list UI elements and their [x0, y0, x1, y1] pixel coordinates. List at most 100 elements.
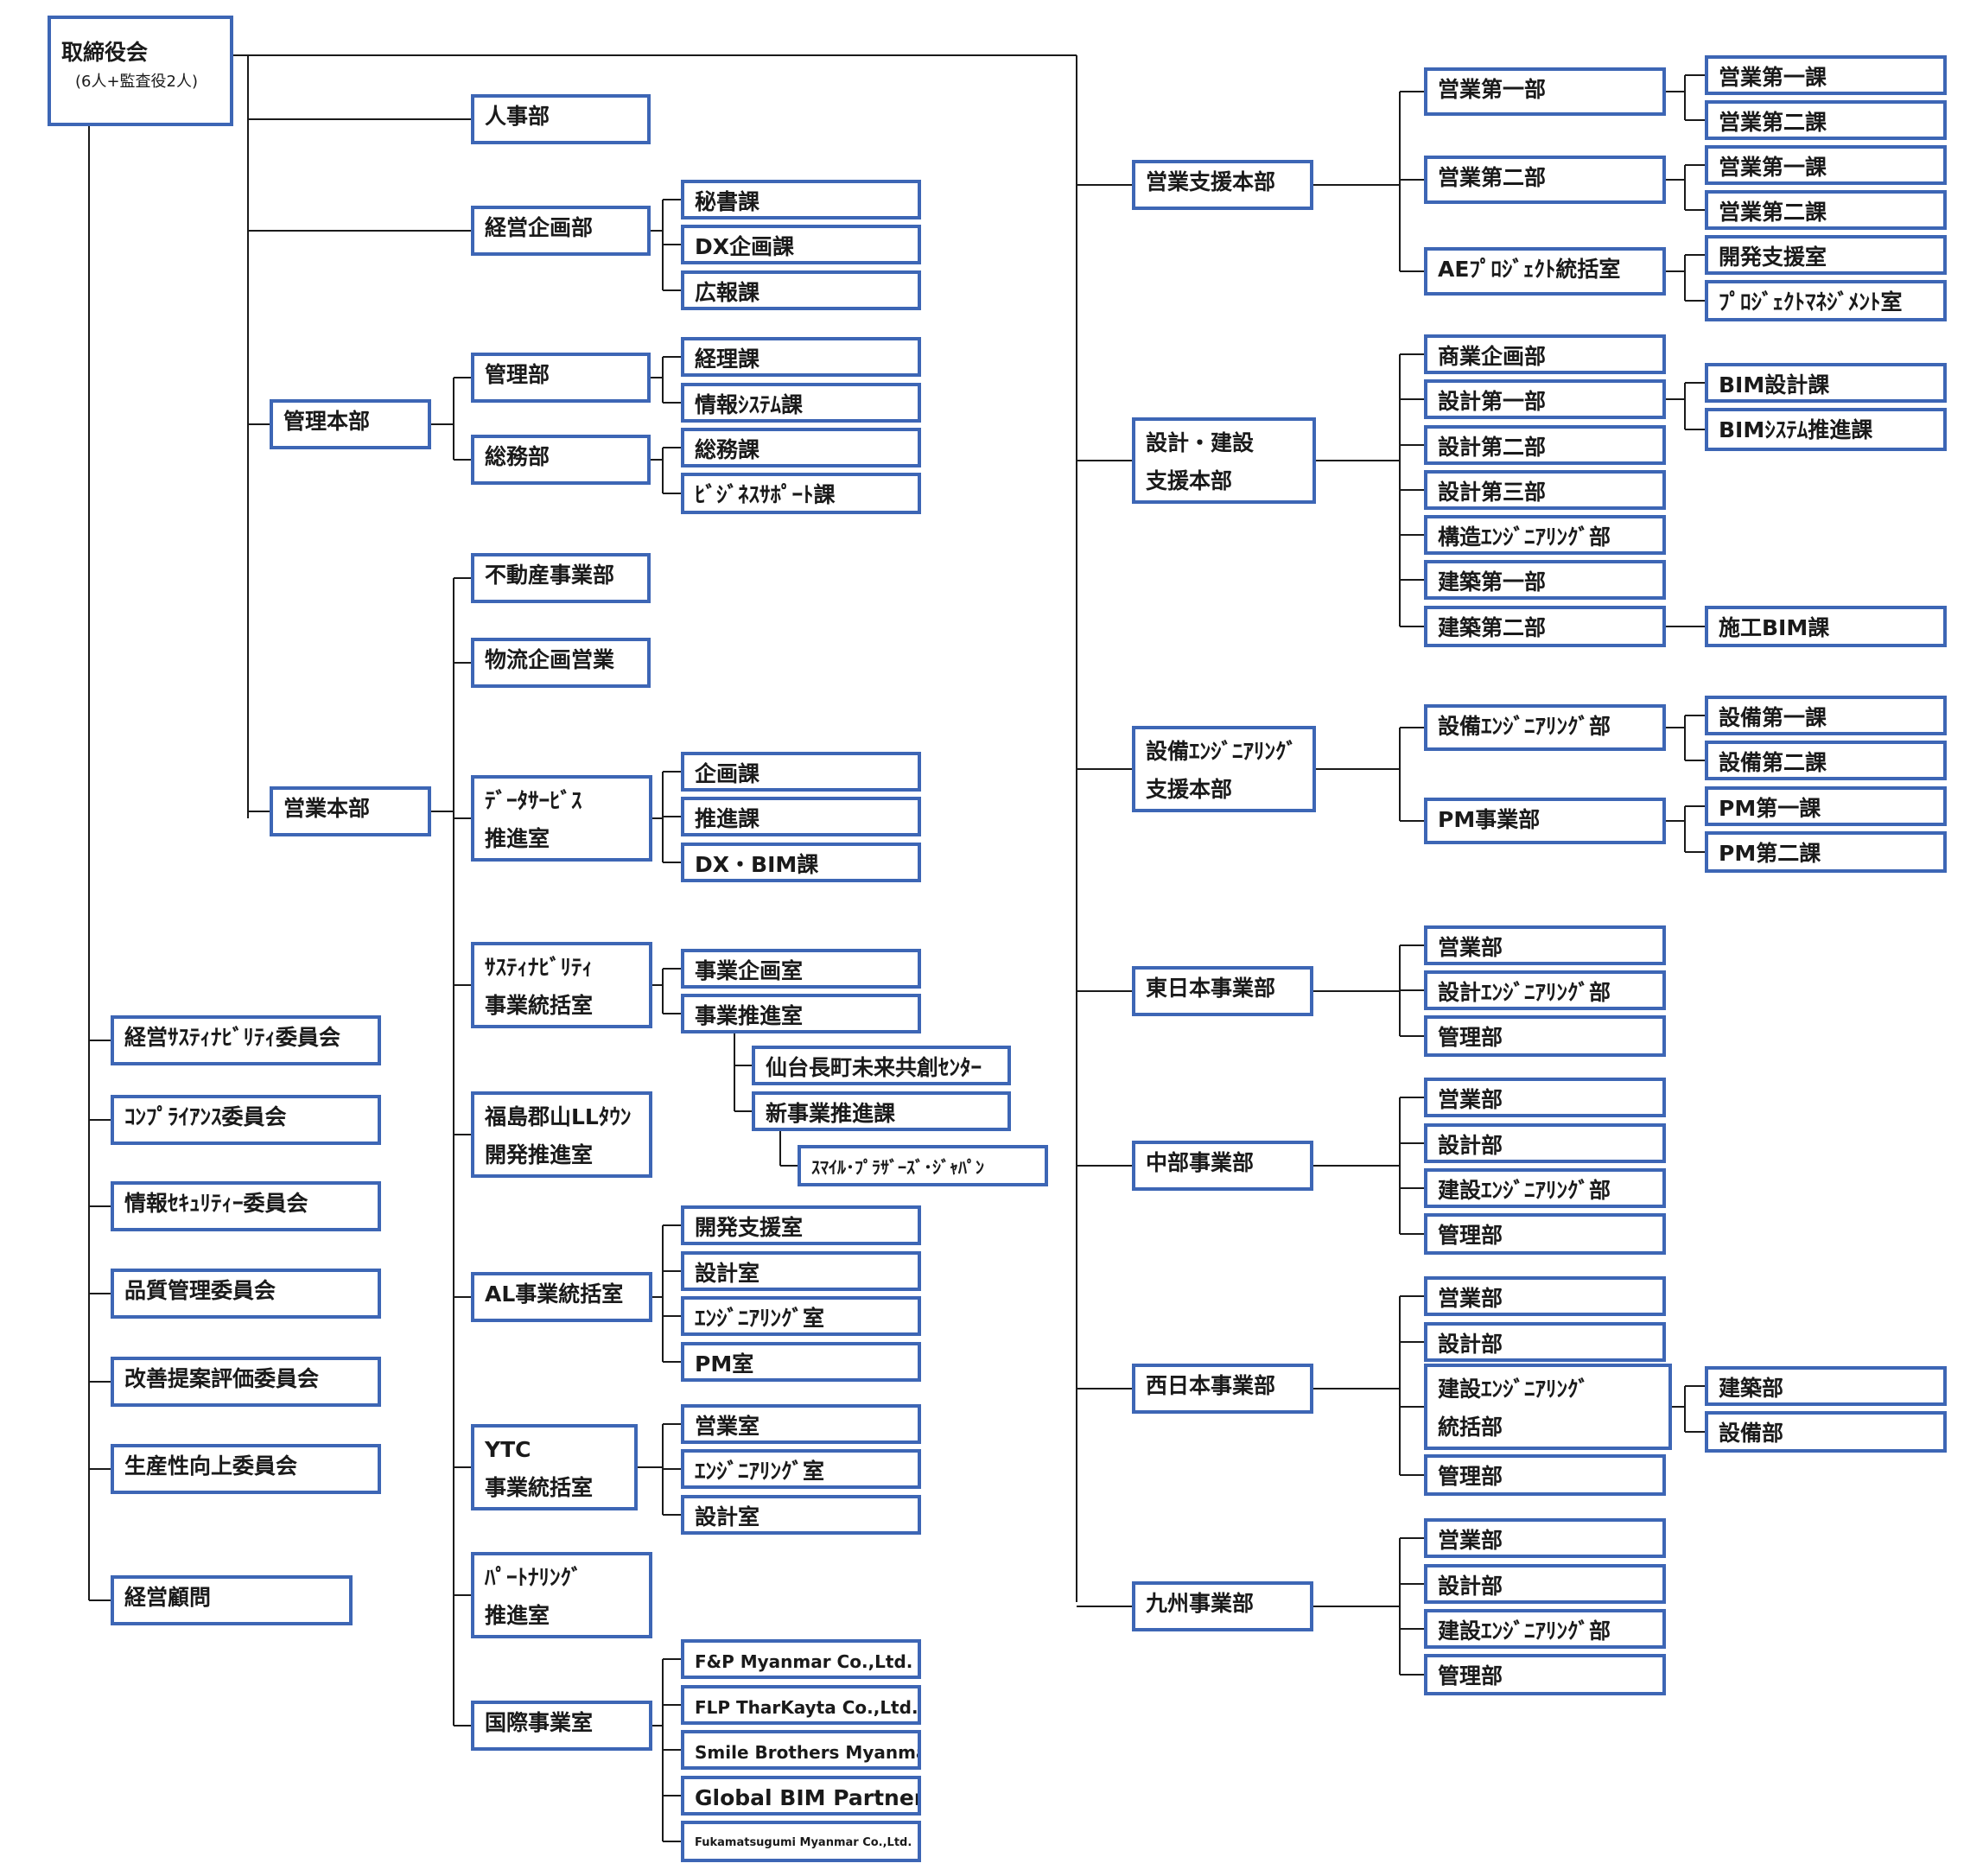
org-box-label: 設計室: [695, 1261, 760, 1286]
org-box-sekkei3: 設計第三部: [1424, 470, 1666, 510]
org-box-sekkei2: 設計第二部: [1424, 425, 1666, 465]
org-box-label: 経営顧問: [124, 1585, 212, 1610]
org-box-label: 物流企画営業: [485, 647, 615, 672]
org-box-label: 管理部: [485, 362, 550, 387]
org-box-label: 商業企画部: [1438, 344, 1547, 369]
org-box-label: 設計部: [1438, 1332, 1503, 1357]
org-box-label: 推進課: [695, 806, 760, 831]
org-box-label: 事業企画室: [695, 958, 804, 983]
org-box-label: 営業第二課: [1719, 110, 1827, 135]
org-box-c-sekkei: 設計部: [1424, 1123, 1666, 1163]
org-box-bim-sekkei: BIM設計課: [1705, 363, 1947, 403]
org-box-label: 営業第一部: [1438, 77, 1547, 102]
org-box-kenchiku2: 建築第二部: [1424, 606, 1666, 647]
org-box-label: ﾊﾟｰﾄﾅﾘﾝｸﾞ: [485, 1565, 582, 1590]
org-box-label: 設備ｴﾝｼﾞﾆｱﾘﾝｸﾞ部: [1438, 714, 1611, 739]
org-box-label: 中部事業部: [1146, 1150, 1255, 1175]
org-box-eigyo-shien-honbu: 営業支援本部: [1132, 160, 1313, 210]
org-box-al-eng: ｴﾝｼﾞﾆｱﾘﾝｸﾞ室: [681, 1296, 921, 1336]
org-box-label: 情報ｼｽﾃﾑ課: [695, 392, 804, 417]
org-box-label: Smile Brothers Myanmar: [695, 1742, 921, 1763]
org-box-somubu: 総務部: [471, 435, 651, 485]
org-box-label: 管理部: [1438, 1663, 1503, 1688]
org-box-seko-bim: 施工BIM課: [1705, 606, 1947, 647]
org-box-label: 建設ｴﾝｼﾞﾆｱﾘﾝｸﾞ: [1438, 1377, 1590, 1402]
org-box-label: PM第一課: [1719, 796, 1821, 821]
org-box-kikaku-ka: 企画課: [681, 752, 921, 792]
org-box-es1-ka2: 営業第二課: [1705, 100, 1947, 140]
org-box-label: AEﾌﾟﾛｼﾞｪｸﾄ統括室: [1438, 257, 1621, 282]
org-box-business-support: ﾋﾞｼﾞﾈｽｻﾎﾟｰﾄ課: [681, 473, 921, 514]
org-box-fudosan: 不動産事業部: [471, 553, 651, 603]
org-box-label: 新事業推進課: [766, 1101, 896, 1126]
org-box-label: 営業第二課: [1719, 200, 1827, 225]
org-box-label: 経営ｻｽﾃｨﾅﾋﾞﾘﾃｨ委員会: [124, 1025, 341, 1050]
org-box-ytc-eigyo: 営業室: [681, 1404, 921, 1444]
org-box-label: 開発支援室: [1719, 245, 1827, 270]
org-box-pm-ka2: PM第二課: [1705, 831, 1947, 873]
org-box-label: 営業室: [695, 1414, 760, 1439]
org-box-sekkei1: 設計第一部: [1424, 379, 1666, 419]
org-box-label: 九州事業部: [1146, 1591, 1255, 1616]
org-box-label: 開発支援室: [695, 1215, 804, 1240]
org-box-label: YTC: [485, 1437, 531, 1462]
org-box-label: 設備ｴﾝｼﾞﾆｱﾘﾝｸﾞ: [1146, 739, 1298, 764]
org-box-shinjigyo: 新事業推進課: [752, 1091, 1011, 1131]
org-box-kanri-honbu: 管理本部: [270, 399, 431, 449]
org-box-label: 事業推進室: [695, 1003, 804, 1028]
org-box-label: 設計ｴﾝｼﾞﾆｱﾘﾝｸﾞ部: [1438, 980, 1611, 1005]
org-box-label: 管理部: [1438, 1223, 1503, 1248]
org-box-sublabel: (6人+監査役2人): [75, 73, 199, 91]
org-box-label: 営業部: [1438, 1087, 1503, 1112]
org-box-keiri: 経理課: [681, 337, 921, 377]
org-box-label: BIM設計課: [1719, 372, 1830, 397]
org-box-label: 開発推進室: [485, 1142, 594, 1167]
org-box-kyushu: 九州事業部: [1132, 1581, 1313, 1631]
org-box-label: ｽﾏｲﾙ･ﾌﾟﾗｻﾞｰｽﾞ･ｼﾞｬﾊﾟﾝ: [811, 1157, 984, 1178]
org-box-global-bim: Global BIM Partners: [681, 1776, 921, 1816]
org-box-label: 構造ｴﾝｼﾞﾆｱﾘﾝｸﾞ部: [1438, 525, 1611, 550]
org-box-kanribu: 管理部: [471, 353, 651, 403]
org-box-label: 推進室: [485, 826, 550, 851]
org-box-label: ｴﾝｼﾞﾆｱﾘﾝｸﾞ室: [695, 1306, 825, 1331]
org-box-c-quality: 品質管理委員会: [111, 1269, 381, 1319]
org-box-label: 営業第一課: [1719, 155, 1827, 180]
org-box-label: Fukamatsugumi Myanmar Co.,Ltd.: [695, 1836, 912, 1849]
org-box-label: 東日本事業部: [1146, 976, 1276, 1001]
org-box-h-eigyo: 営業部: [1424, 925, 1666, 965]
org-box-label: FLP TharKayta Co.,Ltd.: [695, 1697, 918, 1718]
org-box-label: 設計第三部: [1438, 480, 1547, 505]
org-box-butsuryu: 物流企画営業: [471, 638, 651, 688]
org-box-label: 設計部: [1438, 1133, 1503, 1158]
org-box-k-sekkei: 設計部: [1424, 1564, 1666, 1604]
org-box-label: 営業第二部: [1438, 165, 1547, 190]
org-box-n-kensetsu-eng: 建設ｴﾝｼﾞﾆｱﾘﾝｸﾞ統括部: [1424, 1364, 1672, 1450]
org-box-label: ｻｽﾃｨﾅﾋﾞﾘﾃｨ: [485, 955, 594, 980]
org-box-label: 営業本部: [283, 796, 371, 821]
org-box-label: Global BIM Partners: [695, 1785, 921, 1810]
org-box-es2-ka1: 営業第一課: [1705, 145, 1947, 185]
org-box-label: ﾌﾟﾛｼﾞｪｸﾄﾏﾈｼﾞﾒﾝﾄ室: [1719, 289, 1903, 315]
org-box-c-kensetsu-eng: 建設ｴﾝｼﾞﾆｱﾘﾝｸﾞ部: [1424, 1168, 1666, 1208]
org-box-pm-jigyo: PM事業部: [1424, 798, 1666, 844]
org-box-label: 福島郡山LLﾀｳﾝ: [485, 1104, 632, 1129]
org-box-sekkei-kensetsu: 設計・建設支援本部: [1132, 417, 1316, 504]
org-box-jigyo-kikaku: 事業企画室: [681, 949, 921, 989]
org-box-higashi: 東日本事業部: [1132, 966, 1313, 1016]
org-box-nishi: 西日本事業部: [1132, 1364, 1313, 1414]
org-box-c-advisor: 経営顧問: [111, 1575, 353, 1625]
org-box-label: 設計第二部: [1438, 435, 1547, 460]
org-box-sendai: 仙台長町未来共創ｾﾝﾀｰ: [752, 1046, 1011, 1085]
org-box-setsubi-ka1: 設備第一課: [1705, 696, 1947, 735]
org-box-label: 設計部: [1438, 1574, 1503, 1599]
org-box-c-kaizen: 改善提案評価委員会: [111, 1357, 381, 1407]
org-box-label: 総務課: [695, 437, 760, 462]
org-box-label: 設計室: [695, 1504, 760, 1529]
org-box-label: DX企画課: [695, 234, 795, 259]
org-box-n-setsubi: 設備部: [1705, 1411, 1947, 1453]
org-box-label: 仙台長町未来共創ｾﾝﾀｰ: [766, 1055, 982, 1080]
org-box-fp-myanmar: F&P Myanmar Co.,Ltd.: [681, 1639, 921, 1679]
org-box-n-sekkei: 設計部: [1424, 1322, 1666, 1362]
org-box-label: ﾃﾞｰﾀｻｰﾋﾞｽ: [485, 788, 582, 813]
